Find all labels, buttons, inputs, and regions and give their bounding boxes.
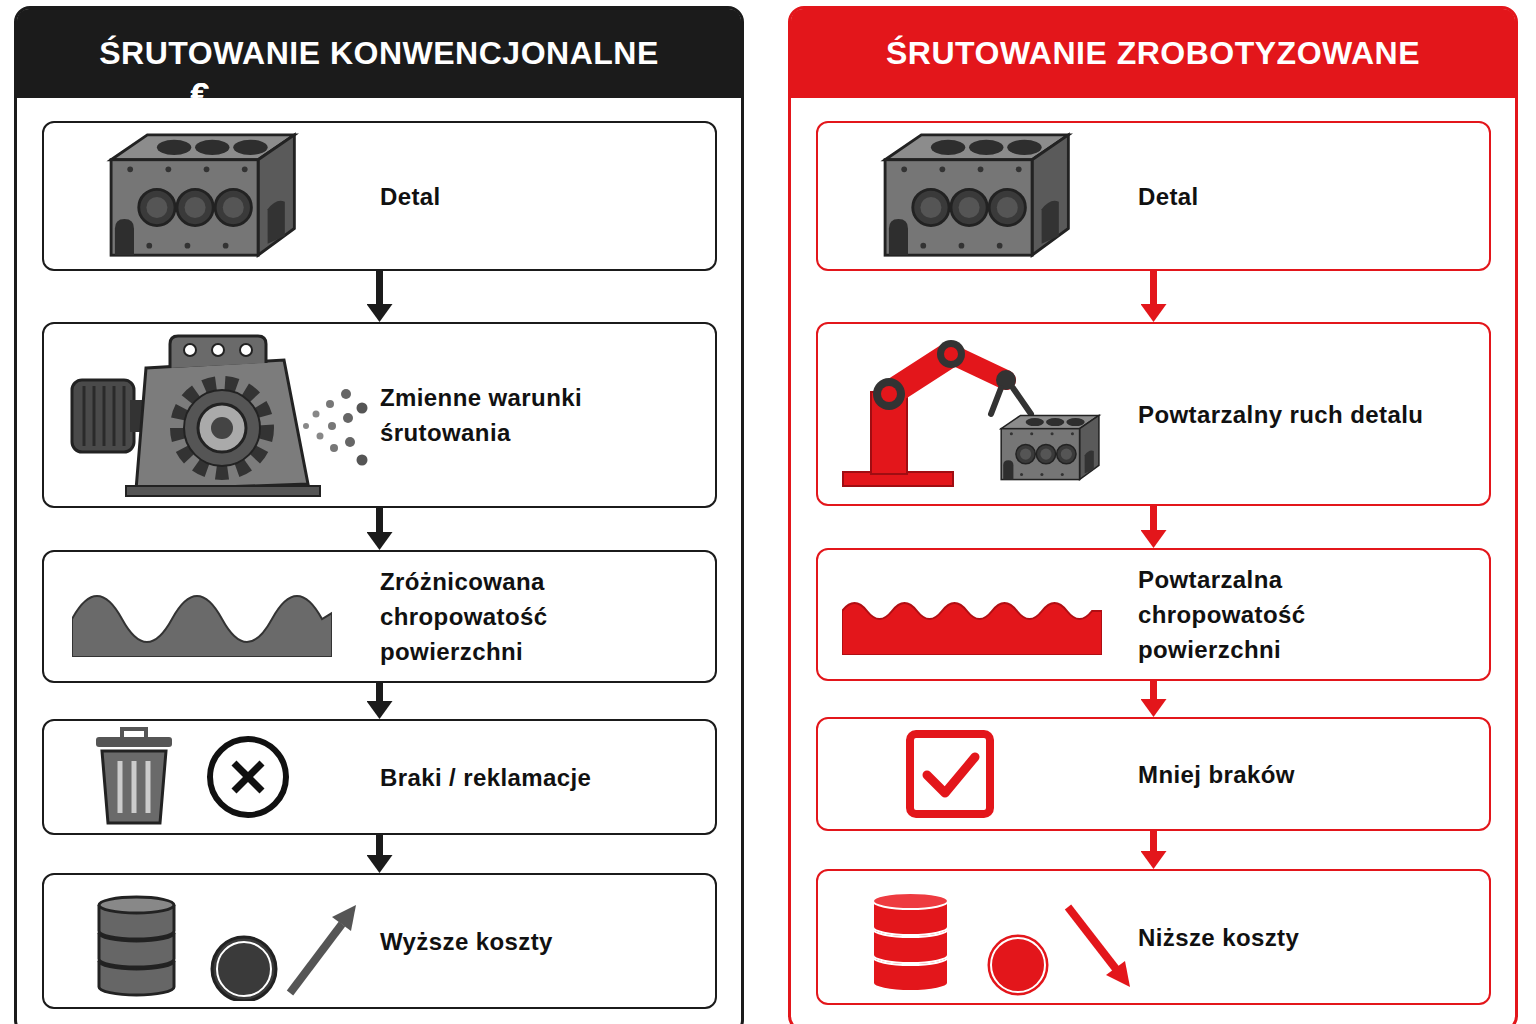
process-box: Niższe koszty — [816, 869, 1491, 1005]
process-box: Powtarzalna chropowatość powierzchni — [816, 548, 1491, 681]
currency-symbol: € — [191, 76, 210, 112]
box-text: Zmienne warunki śrutowania — [380, 380, 680, 450]
even-surface-profile — [842, 575, 1102, 655]
box-text: Wyższe koszty — [380, 924, 680, 959]
rough-surface-profile — [72, 577, 332, 657]
box-text: Powtarzalna chropowatość powierzchni — [1138, 562, 1438, 667]
panel-header-band: ŚRUTOWANIE KONWENCJONALNE — [17, 9, 741, 98]
process-box: Zróżnicowana chropowatość powierzchni — [42, 550, 717, 683]
process-box: Powtarzalny ruch detalu — [816, 322, 1491, 506]
flow-arrow — [1150, 271, 1157, 304]
box-text: Braki / reklamacje — [380, 760, 680, 795]
process-box: Braki / reklamacje — [42, 719, 717, 835]
cost-down-icon — [868, 877, 1138, 997]
panel: ŚRUTOWANIE KONWENCJONALNE Detal Zmienne … — [14, 6, 744, 1024]
box-text: Niższe koszty — [1138, 920, 1438, 955]
robot-arm-icon — [841, 332, 1111, 497]
panel-title: ŚRUTOWANIE KONWENCJONALNE — [99, 35, 658, 72]
flow-arrow — [376, 271, 383, 304]
flow-arrow — [376, 835, 383, 855]
box-text: Zróżnicowana chropowatość powierzchni — [380, 564, 680, 669]
box-text: Mniej braków — [1138, 757, 1438, 792]
process-box: Wyższe koszty — [42, 873, 717, 1009]
box-text: Detal — [380, 179, 680, 214]
box-text: Powtarzalny ruch detalu — [1138, 397, 1438, 432]
scrap-bin-and-reject-icon — [88, 727, 298, 827]
flow-arrow — [1150, 831, 1157, 851]
panel-title: ŚRUTOWANIE ZROBOTYZOWANE — [886, 35, 1420, 72]
process-box: Detal — [42, 121, 717, 271]
flow-arrow — [1150, 681, 1157, 699]
engine-block-icon — [866, 129, 1076, 263]
flow-arrow — [1150, 506, 1157, 530]
checkbox-icon — [905, 729, 995, 819]
flow-arrow — [376, 683, 383, 701]
panel-header-band: ŚRUTOWANIE ZROBOTYZOWANE — [791, 9, 1515, 98]
blast-wheel-machine — [70, 330, 370, 500]
cost-up-icon — [94, 881, 364, 1001]
process-box: Detal — [816, 121, 1491, 271]
process-box: Zmienne warunki śrutowania — [42, 322, 717, 508]
process-box: Mniej braków — [816, 717, 1491, 831]
flow-arrow — [376, 508, 383, 532]
box-text: Detal — [1138, 179, 1438, 214]
engine-block-icon — [92, 129, 302, 263]
panel: ŚRUTOWANIE ZROBOTYZOWANE Detal Powtarzal… — [788, 6, 1518, 1024]
